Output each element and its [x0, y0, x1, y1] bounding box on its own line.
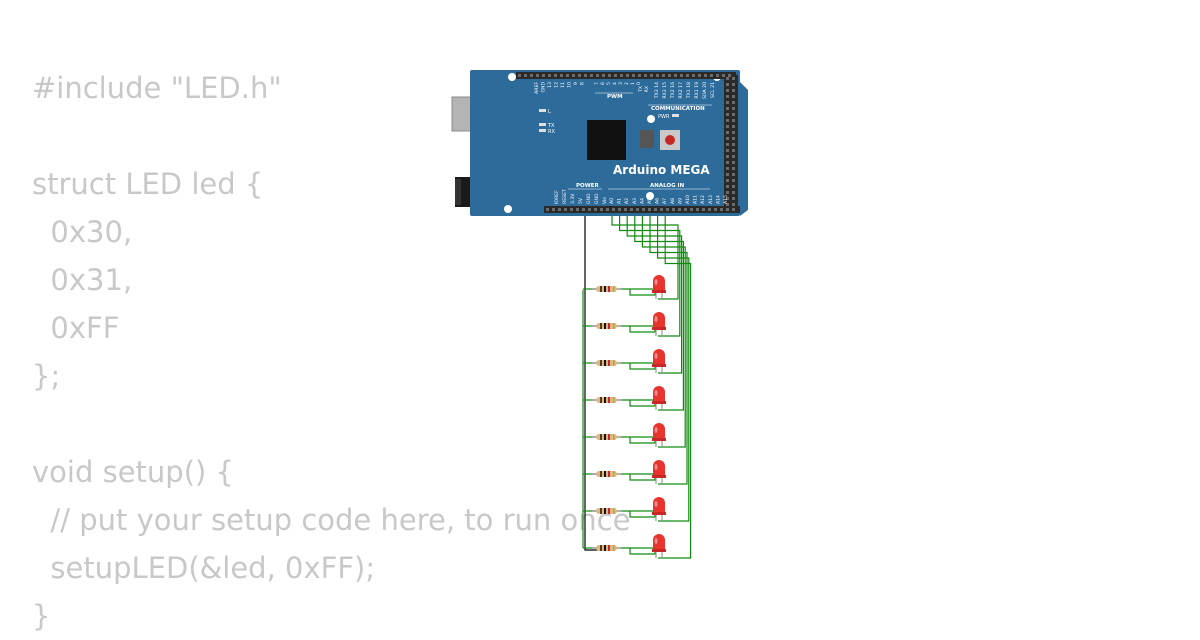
- pin-label: A4: [639, 198, 645, 204]
- label-pwr: PWR: [658, 114, 670, 120]
- led-red[interactable]: [652, 349, 666, 373]
- label-l: L: [548, 109, 551, 115]
- code-line: 0x30,: [32, 215, 133, 249]
- code-line: #include "LED.h": [32, 71, 282, 105]
- icsp-header: [640, 130, 654, 148]
- resistor[interactable]: [592, 360, 622, 366]
- led-red[interactable]: [652, 386, 666, 410]
- resistor[interactable]: [592, 286, 622, 292]
- pin-label: IOREF: [554, 190, 560, 204]
- pin-label: 3: [618, 82, 624, 85]
- label-power: POWER: [576, 183, 600, 189]
- resistor[interactable]: [592, 434, 622, 440]
- mounting-hole: [504, 205, 512, 213]
- led-rx-indicator: [539, 129, 546, 132]
- pin-label: A5: [647, 198, 653, 204]
- pin-label: 0: [636, 82, 642, 85]
- components: [592, 275, 666, 558]
- pin-label: 9: [573, 82, 579, 85]
- pin-label: 12: [554, 82, 560, 88]
- led-pwr-indicator: [672, 114, 679, 117]
- wires: [582, 215, 692, 559]
- mounting-hole: [508, 73, 516, 81]
- pin-label: TX: [638, 86, 644, 93]
- pin-label: Vin: [602, 197, 608, 204]
- led-red[interactable]: [652, 460, 666, 484]
- pin-label: A2: [624, 198, 630, 204]
- resistor[interactable]: [592, 471, 622, 477]
- pin-label: 1: [630, 82, 636, 85]
- pin-label: A0: [609, 198, 615, 204]
- pin-label: 6: [600, 82, 606, 85]
- pin-label: 8: [580, 82, 586, 85]
- label-rx: RX: [548, 129, 555, 135]
- pin-label: 10: [567, 82, 573, 88]
- pin-label: A14: [715, 195, 721, 204]
- microcontroller-chip: [587, 120, 626, 160]
- led-l-indicator: [539, 109, 546, 112]
- pin-label: A8: [670, 198, 676, 204]
- led-red[interactable]: [652, 497, 666, 521]
- pin-label: RX: [644, 86, 650, 92]
- pin-label: TX3 14: [654, 82, 660, 99]
- pin-label: A1: [617, 198, 623, 204]
- pin-label: TX1 18: [686, 82, 692, 99]
- pin-label: GND: [541, 82, 547, 93]
- code-line: 0x31,: [32, 263, 133, 297]
- pin-label: GND: [586, 193, 592, 204]
- led-red[interactable]: [652, 275, 666, 299]
- board-name: Arduino MEGA: [613, 163, 710, 177]
- code-line: // put your setup code here, to run once: [32, 503, 631, 537]
- led-red[interactable]: [652, 312, 666, 336]
- pin-label: RX2 17: [678, 82, 684, 99]
- arduino-mega-board[interactable]: L TX RX PWR PWM COMMUNICATION POWER ANAL…: [451, 70, 748, 216]
- pin-label: A3: [632, 198, 638, 204]
- pin-label: 5V: [578, 197, 584, 204]
- pin-label: RX1 19: [694, 82, 700, 99]
- led-red[interactable]: [652, 534, 666, 558]
- pin-label: 4: [612, 82, 618, 85]
- pin-label: 11: [560, 82, 566, 88]
- circuit-simulation[interactable]: L TX RX PWR PWM COMMUNICATION POWER ANAL…: [440, 60, 760, 560]
- mounting-hole: [646, 192, 654, 200]
- label-tx: TX: [547, 123, 555, 129]
- pin-label: A9: [677, 198, 683, 204]
- pin-label: GND: [594, 193, 600, 204]
- code-line: struct LED led {: [32, 167, 264, 201]
- pin-label: 3.3V: [570, 193, 576, 204]
- pin-label: AREF: [534, 82, 540, 94]
- pin-label: TX2 16: [670, 82, 676, 99]
- pin-label: A15: [723, 195, 729, 204]
- resistor[interactable]: [592, 323, 622, 329]
- pin-label: 7: [594, 82, 600, 85]
- label-analog-in: ANALOG IN: [650, 183, 685, 189]
- pin-label: A6: [655, 198, 661, 204]
- pin-label: A11: [693, 195, 699, 204]
- label-communication: COMMUNICATION: [651, 106, 705, 112]
- resistor[interactable]: [592, 508, 622, 514]
- pin-label: SCL 21: [710, 82, 716, 98]
- pin-label: 13: [547, 82, 553, 88]
- pin-label: A12: [700, 195, 706, 204]
- pin-label: A13: [708, 195, 714, 204]
- pin-label: RESET: [562, 189, 568, 204]
- led-tx-indicator: [539, 123, 546, 126]
- pin-label: RX3 15: [662, 82, 668, 99]
- mounting-hole: [647, 115, 655, 123]
- pin-label: A7: [662, 198, 668, 204]
- resistor[interactable]: [592, 397, 622, 403]
- led-red[interactable]: [652, 423, 666, 447]
- code-line: };: [32, 359, 61, 393]
- code-line: void setup() {: [32, 455, 234, 489]
- pin-label: A10: [685, 195, 691, 204]
- code-line: }: [32, 599, 51, 633]
- label-pwm: PWM: [607, 94, 623, 100]
- pin-label: 2: [624, 82, 630, 85]
- pin-label: 5: [606, 82, 612, 85]
- code-line: 0xFF: [32, 311, 120, 345]
- code-line: setupLED(&led, 0xFF);: [32, 551, 376, 585]
- resistor[interactable]: [592, 545, 622, 551]
- pin-label: SDA 20: [702, 82, 708, 99]
- code-editor: #include "LED.h" struct LED led { 0x30, 0…: [32, 64, 630, 640]
